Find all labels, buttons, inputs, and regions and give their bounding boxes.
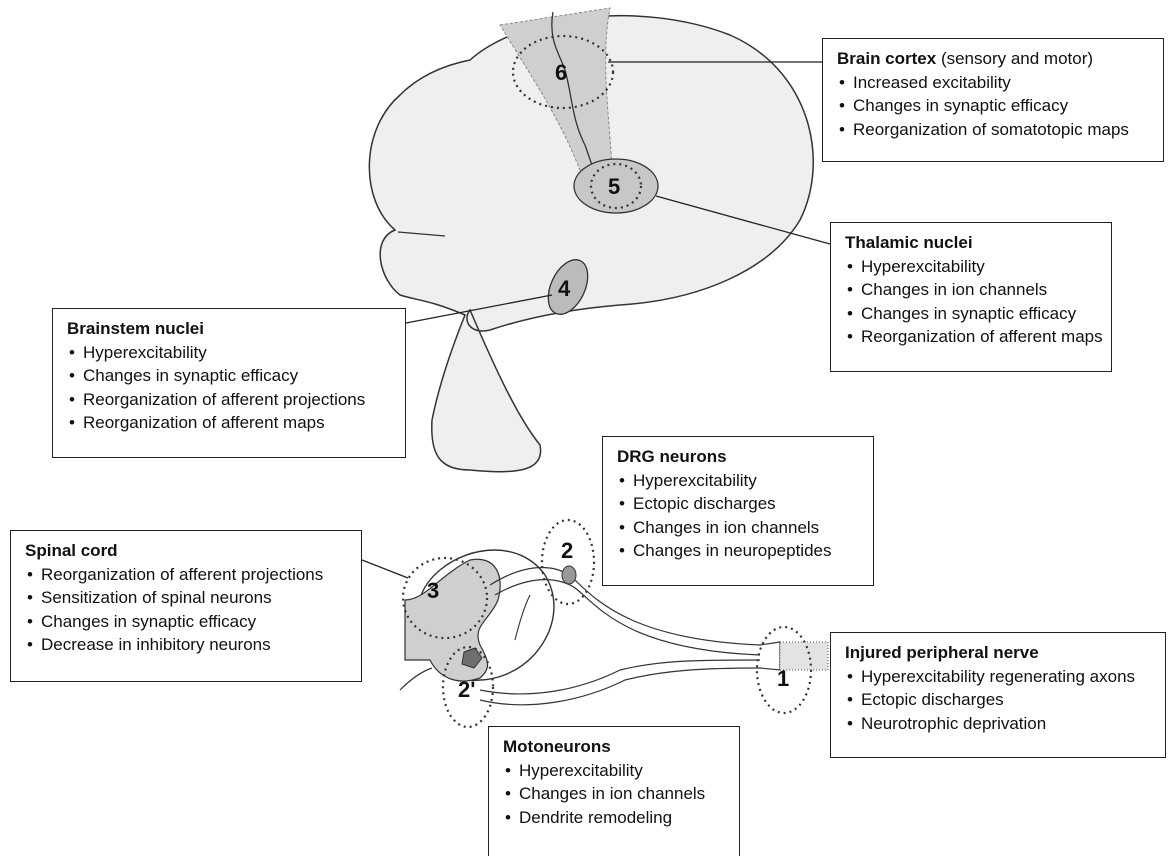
thalamic-box: Thalamic nuclei Hyperexcitability Change… <box>830 222 1112 372</box>
site-label-3: 3 <box>427 578 439 603</box>
list-item: Hyperexcitability <box>503 759 725 783</box>
nerve-list: Hyperexcitability regenerating axons Ect… <box>845 665 1151 736</box>
list-item: Hyperexcitability <box>67 341 391 365</box>
nerve-title: Injured peripheral nerve <box>845 641 1151 665</box>
site-label-5: 5 <box>608 174 620 199</box>
motoneurons-title: Motoneurons <box>503 735 725 759</box>
drg-list: Hyperexcitability Ectopic discharges Cha… <box>617 469 859 563</box>
list-item: Neurotrophic deprivation <box>845 712 1151 736</box>
list-item: Reorganization of afferent maps <box>67 411 391 435</box>
motoneurons-list: Hyperexcitability Changes in ion channel… <box>503 759 725 830</box>
list-item: Hyperexcitability <box>845 255 1097 279</box>
list-item: Changes in ion channels <box>617 516 859 540</box>
cortex-title: Brain cortex <box>837 49 936 68</box>
list-item: Ectopic discharges <box>617 492 859 516</box>
spinal-title: Spinal cord <box>25 539 347 563</box>
cortex-box: Brain cortex (sensory and motor) Increas… <box>822 38 1164 162</box>
list-item: Reorganization of afferent projections <box>67 388 391 412</box>
thalamic-list: Hyperexcitability Changes in ion channel… <box>845 255 1097 349</box>
drg-title: DRG neurons <box>617 445 859 469</box>
brainstem-list: Hyperexcitability Changes in synaptic ef… <box>67 341 391 435</box>
list-item: Increased excitability <box>837 71 1149 95</box>
drg-body <box>562 566 576 584</box>
list-item: Changes in synaptic efficacy <box>25 610 347 634</box>
list-item: Changes in ion channels <box>503 782 725 806</box>
site-label-6: 6 <box>555 60 567 85</box>
drg-box: DRG neurons Hyperexcitability Ectopic di… <box>602 436 874 586</box>
list-item: Dendrite remodeling <box>503 806 725 830</box>
cortex-title-line: Brain cortex (sensory and motor) <box>837 47 1149 71</box>
list-item: Reorganization of afferent projections <box>25 563 347 587</box>
list-item: Changes in synaptic efficacy <box>67 364 391 388</box>
list-item: Decrease in inhibitory neurons <box>25 633 347 657</box>
nerve-box: Injured peripheral nerve Hyperexcitabili… <box>830 632 1166 758</box>
site-label-2-prime: 2' <box>458 677 475 702</box>
brainstem-box: Brainstem nuclei Hyperexcitability Chang… <box>52 308 406 458</box>
site-label-1: 1 <box>777 666 789 691</box>
list-item: Changes in synaptic efficacy <box>845 302 1097 326</box>
site-label-2: 2 <box>561 538 573 563</box>
list-item: Changes in neuropeptides <box>617 539 859 563</box>
list-item: Reorganization of afferent maps <box>845 325 1097 349</box>
list-item: Changes in ion channels <box>845 278 1097 302</box>
list-item: Hyperexcitability regenerating axons <box>845 665 1151 689</box>
list-item: Hyperexcitability <box>617 469 859 493</box>
list-item: Reorganization of somatotopic maps <box>837 118 1149 142</box>
spinal-edge-line <box>400 668 432 690</box>
list-item: Sensitization of spinal neurons <box>25 586 347 610</box>
list-item: Ectopic discharges <box>845 688 1151 712</box>
brainstem-title: Brainstem nuclei <box>67 317 391 341</box>
cortex-list: Increased excitability Changes in synapt… <box>837 71 1149 142</box>
thalamic-title: Thalamic nuclei <box>845 231 1097 255</box>
leader-spinal <box>362 560 408 578</box>
spinal-list: Reorganization of afferent projections S… <box>25 563 347 657</box>
spinal-box: Spinal cord Reorganization of afferent p… <box>10 530 362 682</box>
ventral-root-2 <box>480 668 760 705</box>
site-label-4: 4 <box>558 276 571 301</box>
cortex-subtitle: (sensory and motor) <box>941 49 1093 68</box>
motoneurons-box: Motoneurons Hyperexcitability Changes in… <box>488 726 740 856</box>
list-item: Changes in synaptic efficacy <box>837 94 1149 118</box>
